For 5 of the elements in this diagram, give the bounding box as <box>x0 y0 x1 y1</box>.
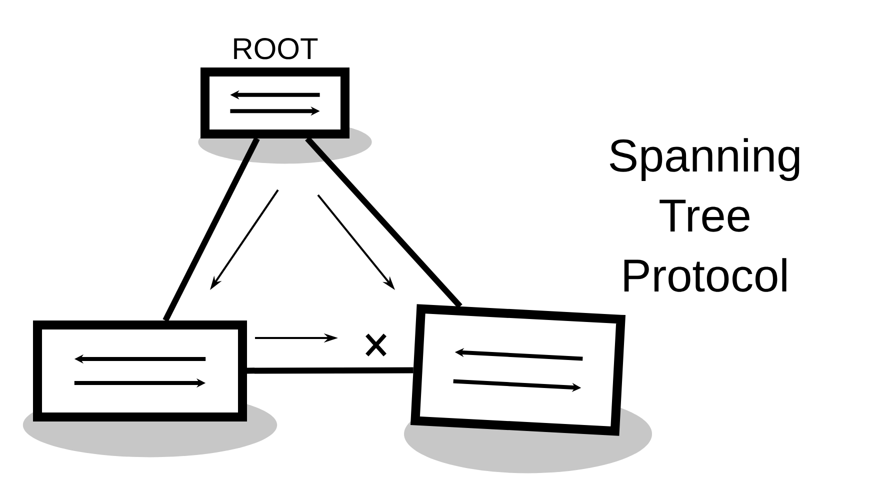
title: Spanning Tree Protocol <box>610 138 800 292</box>
node-label: ROOT <box>234 38 318 60</box>
link-line <box>305 136 462 308</box>
link-line <box>162 137 260 322</box>
link-line <box>247 367 414 374</box>
